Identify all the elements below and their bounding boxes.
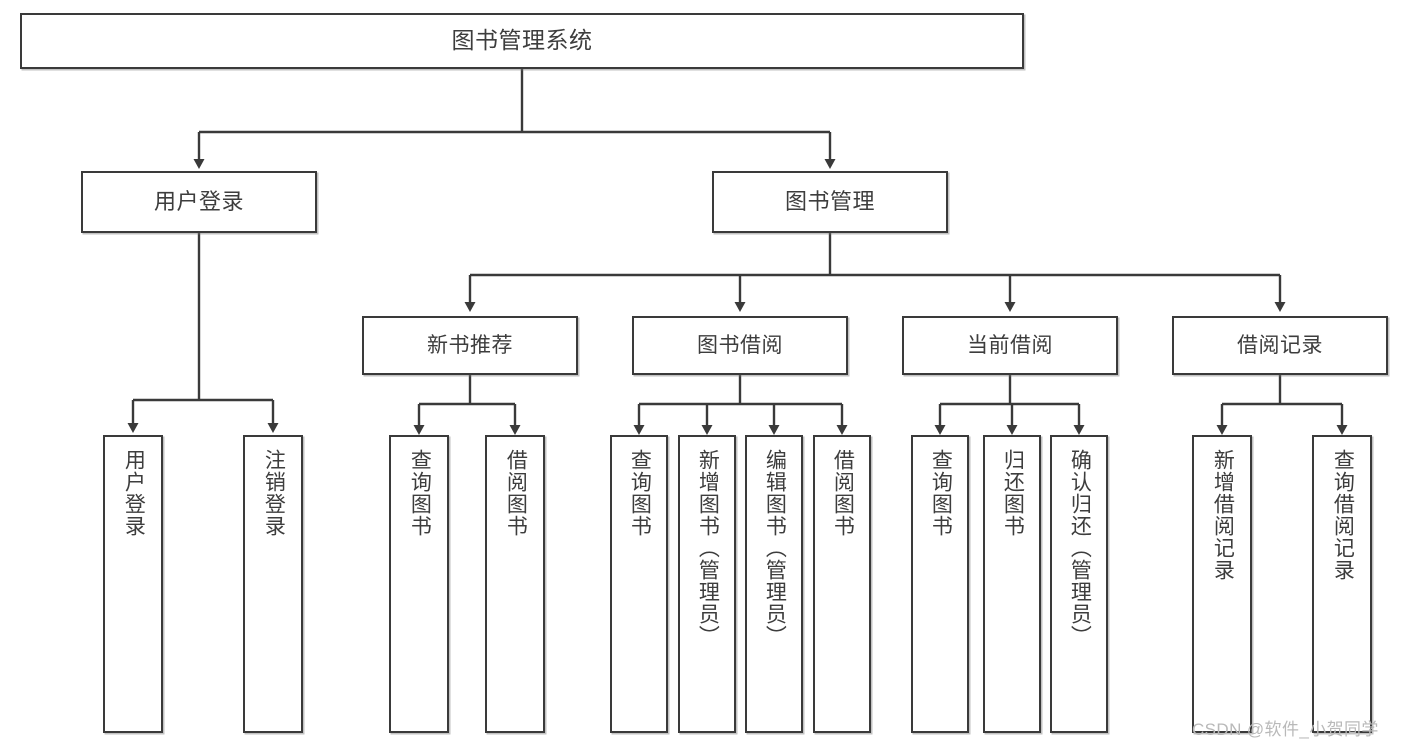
node-new-book-recommend[interactable]: 新书推荐 [362, 316, 578, 375]
node-root[interactable]: 图书管理系统 [20, 13, 1024, 69]
node-root-label: 图书管理系统 [451, 27, 593, 54]
node-book-borrow[interactable]: 图书借阅 [632, 316, 848, 375]
leaf-query-book-recommend-label: 查询图书 [408, 449, 432, 537]
leaf-query-book-label: 查询图书 [628, 449, 652, 537]
leaf-user-login-label: 用户登录 [122, 449, 146, 537]
leaf-confirm-return-admin[interactable]: 确认归还（管理员） [1050, 435, 1108, 733]
leaf-add-borrow-record-label: 新增借阅记录 [1211, 449, 1235, 581]
node-current-borrow[interactable]: 当前借阅 [902, 316, 1118, 375]
node-borrow-record[interactable]: 借阅记录 [1172, 316, 1388, 375]
leaf-confirm-return-admin-label: 确认归还（管理员） [1068, 449, 1092, 647]
leaf-query-borrow-record[interactable]: 查询借阅记录 [1312, 435, 1372, 733]
node-borrow-record-label: 借阅记录 [1237, 333, 1323, 357]
leaf-edit-book-admin[interactable]: 编辑图书（管理员） [745, 435, 803, 733]
leaf-return-book-label: 归还图书 [1001, 449, 1025, 537]
leaf-query-book-current[interactable]: 查询图书 [911, 435, 969, 733]
leaf-add-book-admin-label: 新增图书（管理员） [696, 449, 720, 647]
leaf-query-book[interactable]: 查询图书 [610, 435, 668, 733]
leaf-query-borrow-record-label: 查询借阅记录 [1331, 449, 1355, 581]
leaf-add-book-admin[interactable]: 新增图书（管理员） [678, 435, 736, 733]
node-user-login[interactable]: 用户登录 [81, 171, 317, 233]
leaf-user-login[interactable]: 用户登录 [103, 435, 163, 733]
leaf-borrow-book-label: 借阅图书 [831, 449, 855, 537]
leaf-logout-label: 注销登录 [262, 449, 286, 537]
node-book-management[interactable]: 图书管理 [712, 171, 948, 233]
node-book-borrow-label: 图书借阅 [697, 333, 783, 357]
node-book-management-label: 图书管理 [784, 188, 875, 214]
watermark: CSDN @软件_小贺同学 [1192, 720, 1379, 739]
leaf-return-book[interactable]: 归还图书 [983, 435, 1041, 733]
node-new-book-recommend-label: 新书推荐 [427, 333, 513, 357]
node-user-login-label: 用户登录 [153, 188, 244, 214]
leaf-query-book-current-label: 查询图书 [929, 449, 953, 537]
leaf-add-borrow-record[interactable]: 新增借阅记录 [1192, 435, 1252, 733]
leaf-borrow-book[interactable]: 借阅图书 [813, 435, 871, 733]
leaf-edit-book-admin-label: 编辑图书（管理员） [763, 449, 787, 647]
leaf-borrow-book-recommend-label: 借阅图书 [504, 449, 528, 537]
node-current-borrow-label: 当前借阅 [967, 333, 1053, 357]
leaf-logout[interactable]: 注销登录 [243, 435, 303, 733]
leaf-borrow-book-recommend[interactable]: 借阅图书 [485, 435, 545, 733]
leaf-query-book-recommend[interactable]: 查询图书 [389, 435, 449, 733]
